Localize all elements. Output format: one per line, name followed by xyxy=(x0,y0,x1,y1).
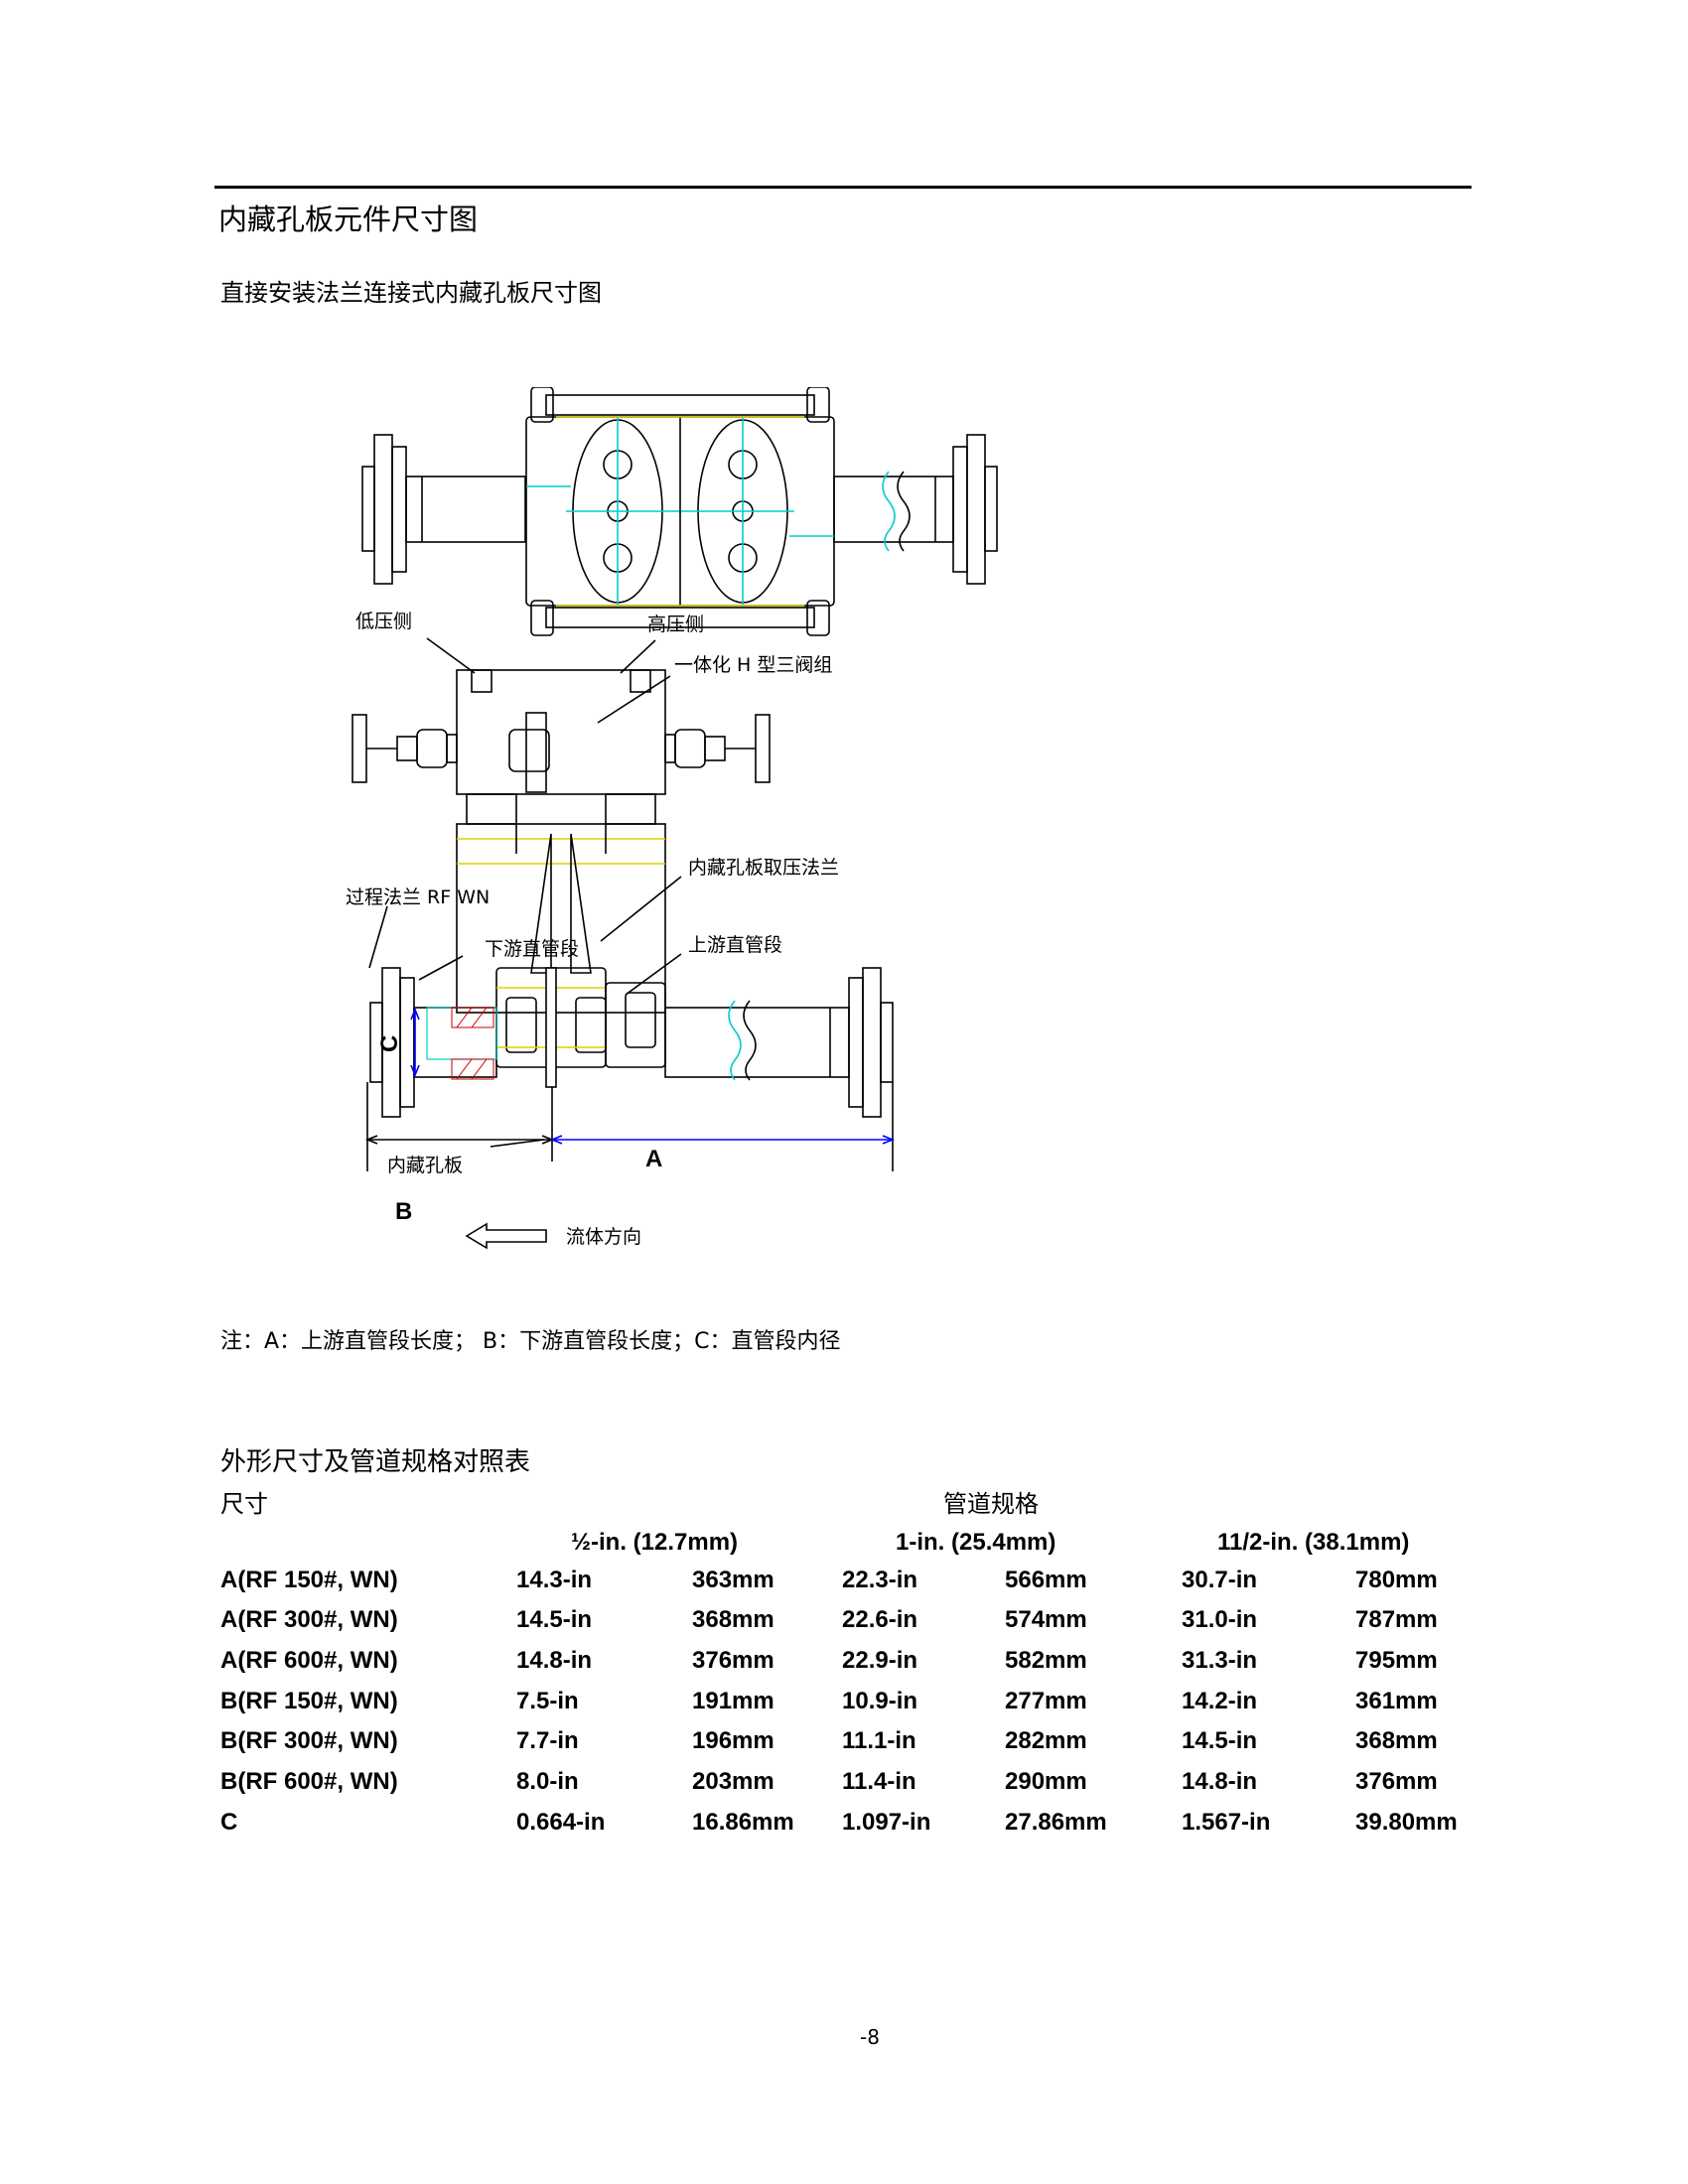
dimension-c-label: C xyxy=(376,1035,403,1052)
table-cell: 8.0-in xyxy=(516,1768,579,1795)
table-cell: 203mm xyxy=(692,1768,774,1795)
table-cell: 31.3-in xyxy=(1182,1647,1258,1674)
table-cell: 0.664-in xyxy=(516,1809,606,1836)
table-cell: 22.3-in xyxy=(842,1567,918,1593)
top-view xyxy=(361,387,998,636)
table-cell: 14.2-in xyxy=(1182,1688,1258,1714)
dimension-note: 注：A：上游直管段长度； B：下游直管段长度；C：直管段内径 xyxy=(220,1329,841,1354)
front-view xyxy=(352,637,896,1250)
row-label: C xyxy=(220,1809,238,1836)
table-cell: 795mm xyxy=(1355,1647,1438,1674)
table-cell: 290mm xyxy=(1005,1768,1087,1795)
table-cell: 14.3-in xyxy=(516,1567,593,1593)
pipe-spec-header: 管道规格 xyxy=(943,1490,1039,1518)
label-orifice-plate: 内藏孔板 xyxy=(387,1155,463,1176)
spec-header-one-inch: 1-in. (25.4mm) xyxy=(896,1529,1056,1556)
label-valve-manifold: 一体化 H 型三阀组 xyxy=(674,654,832,676)
table-cell: 361mm xyxy=(1355,1688,1438,1714)
label-process-flange: 过程法兰 RF WN xyxy=(346,887,490,908)
spec-header-one-half-inch: 11/2-in. (38.1mm) xyxy=(1217,1529,1410,1556)
label-flow-direction: 流体方向 xyxy=(566,1226,641,1248)
row-label: B(RF 300#, WN) xyxy=(220,1727,398,1754)
drawing-subtitle: 直接安装法兰连接式内藏孔板尺寸图 xyxy=(220,279,602,307)
row-label: A(RF 150#, WN) xyxy=(220,1567,398,1593)
row-label: B(RF 600#, WN) xyxy=(220,1768,398,1795)
table-cell: 282mm xyxy=(1005,1727,1087,1754)
table-cell: 30.7-in xyxy=(1182,1567,1258,1593)
table-cell: 277mm xyxy=(1005,1688,1087,1714)
table-cell: 574mm xyxy=(1005,1606,1087,1633)
row-label: A(RF 300#, WN) xyxy=(220,1606,398,1633)
table-cell: 196mm xyxy=(692,1727,774,1754)
table-cell: 14.5-in xyxy=(1182,1727,1258,1754)
dimension-b-label: B xyxy=(395,1198,412,1225)
table-cell: 11.1-in xyxy=(842,1727,916,1754)
table-cell: 14.8-in xyxy=(1182,1768,1258,1795)
label-orifice-flange: 内藏孔板取压法兰 xyxy=(688,857,839,879)
table-title: 外形尺寸及管道规格对照表 xyxy=(220,1447,531,1477)
cutaway-hatch xyxy=(451,1007,494,1080)
table-cell: 582mm xyxy=(1005,1647,1087,1674)
table-cell: 376mm xyxy=(1355,1768,1438,1795)
table-cell: 368mm xyxy=(692,1606,774,1633)
table-cell: 10.9-in xyxy=(842,1688,918,1714)
table-cell: 191mm xyxy=(692,1688,774,1714)
label-downstream: 下游直管段 xyxy=(485,938,579,960)
table-cell: 787mm xyxy=(1355,1606,1438,1633)
label-low-side: 低压侧 xyxy=(355,611,412,632)
label-high-side: 高压侧 xyxy=(647,614,704,635)
page-title: 内藏孔板元件尺寸图 xyxy=(218,203,479,236)
table-cell: 11.4-in xyxy=(842,1768,916,1795)
row-label: B(RF 150#, WN) xyxy=(220,1688,398,1714)
table-cell: 376mm xyxy=(692,1647,774,1674)
table-cell: 1.567-in xyxy=(1182,1809,1271,1836)
table-cell: 22.6-in xyxy=(842,1606,918,1633)
size-header: 尺寸 xyxy=(220,1490,268,1518)
spec-header-half-inch: ½-in. (12.7mm) xyxy=(571,1529,739,1556)
dimension-drawing: 低压侧 高压侧 一体化 H 型三阀组 过程法兰 RF WN 内藏孔板取压法兰 下… xyxy=(346,387,998,1250)
table-cell: 368mm xyxy=(1355,1727,1438,1754)
table-cell: 363mm xyxy=(692,1567,774,1593)
table-cell: 780mm xyxy=(1355,1567,1438,1593)
table-cell: 7.5-in xyxy=(516,1688,579,1714)
page-number: -8 xyxy=(860,2025,880,2049)
table-cell: 39.80mm xyxy=(1355,1809,1458,1836)
table-cell: 14.5-in xyxy=(516,1606,593,1633)
table-cell: 27.86mm xyxy=(1005,1809,1107,1836)
table-cell: 22.9-in xyxy=(842,1647,918,1674)
table-cell: 1.097-in xyxy=(842,1809,931,1836)
row-label: A(RF 600#, WN) xyxy=(220,1647,398,1674)
header-rule xyxy=(214,186,1472,189)
table-cell: 16.86mm xyxy=(692,1809,794,1836)
table-cell: 7.7-in xyxy=(516,1727,579,1754)
table-cell: 566mm xyxy=(1005,1567,1087,1593)
label-upstream: 上游直管段 xyxy=(688,934,782,956)
table-cell: 14.8-in xyxy=(516,1647,593,1674)
table-cell: 31.0-in xyxy=(1182,1606,1258,1633)
dimension-a-label: A xyxy=(645,1146,662,1172)
